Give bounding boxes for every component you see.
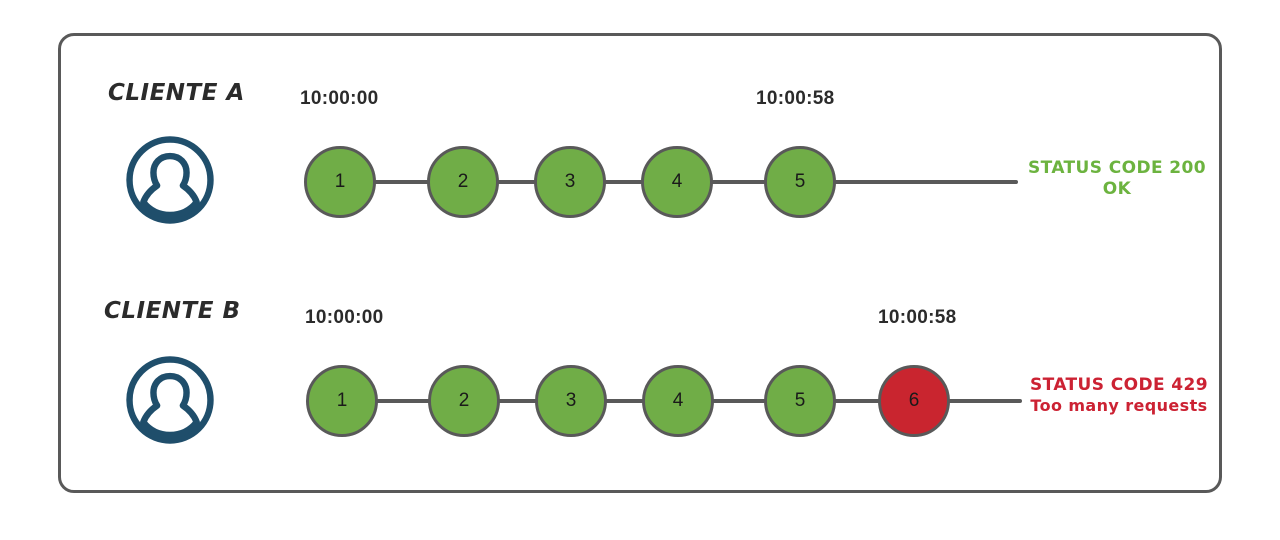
user-avatar-icon <box>124 134 216 226</box>
node-number: 1 <box>334 171 346 192</box>
row-a-end-time: 10:00:58 <box>756 88 835 109</box>
row-b-request-node-5[interactable]: 5 <box>764 365 836 437</box>
row-a-request-node-5[interactable]: 5 <box>764 146 836 218</box>
node-number: 2 <box>457 171 469 192</box>
row-a-status-text: OK <box>1102 179 1132 200</box>
row-a-start-time: 10:00:00 <box>300 88 379 109</box>
client-label-b: CLIENTE B <box>104 298 241 324</box>
row-b-request-node-3[interactable]: 3 <box>535 365 607 437</box>
row-a-request-node-2[interactable]: 2 <box>427 146 499 218</box>
row-b-request-node-2[interactable]: 2 <box>428 365 500 437</box>
row-b-status-badge: STATUS CODE 429 Too many requests <box>1030 375 1208 416</box>
row-b-end-time: 10:00:58 <box>878 307 957 328</box>
row-a-request-node-4[interactable]: 4 <box>641 146 713 218</box>
row-a-request-node-1[interactable]: 1 <box>304 146 376 218</box>
row-b-status-code: STATUS CODE 429 <box>1030 375 1208 395</box>
row-b-start-time: 10:00:00 <box>305 307 384 328</box>
node-number: 3 <box>564 171 576 192</box>
row-b-request-node-6[interactable]: 6 <box>878 365 950 437</box>
node-number: 4 <box>672 390 684 411</box>
row-a-status-badge: STATUS CODE 200 OK <box>1028 158 1206 201</box>
row-b-request-node-1[interactable]: 1 <box>306 365 378 437</box>
node-number: 2 <box>458 390 470 411</box>
client-label-a: CLIENTE A <box>108 80 245 106</box>
row-b-request-node-4[interactable]: 4 <box>642 365 714 437</box>
node-number: 5 <box>794 171 806 192</box>
row-a-request-node-3[interactable]: 3 <box>534 146 606 218</box>
node-number: 5 <box>794 390 806 411</box>
row-b-status-text: Too many requests <box>1030 396 1208 416</box>
row-a-status-code: STATUS CODE 200 <box>1028 158 1206 178</box>
user-avatar-icon <box>124 354 216 446</box>
diagram-frame <box>58 33 1222 493</box>
node-number: 6 <box>908 390 920 411</box>
node-number: 1 <box>336 390 348 411</box>
node-number: 3 <box>565 390 577 411</box>
node-number: 4 <box>671 171 683 192</box>
